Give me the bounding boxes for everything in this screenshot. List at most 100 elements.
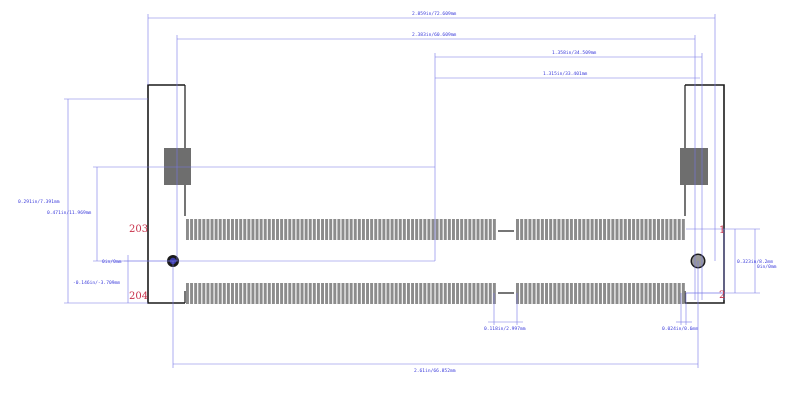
- pad: [239, 283, 243, 304]
- pad: [439, 283, 443, 304]
- pad: [492, 219, 496, 240]
- pad: [255, 219, 259, 240]
- dim-bottom-width: 2.61in/66.852mm: [414, 368, 456, 374]
- pad: [431, 283, 435, 304]
- pad: [247, 219, 251, 240]
- pad: [231, 283, 234, 304]
- pad: [390, 219, 394, 240]
- pad: [464, 283, 468, 304]
- pad: [451, 283, 455, 304]
- pad: [549, 219, 553, 240]
- pad: [296, 219, 300, 240]
- pad: [435, 283, 439, 304]
- pad: [681, 283, 685, 304]
- pad: [656, 219, 660, 240]
- pad: [411, 219, 415, 240]
- pad: [443, 283, 447, 304]
- pad: [321, 219, 324, 240]
- pad: [226, 219, 230, 240]
- pad: [361, 283, 365, 304]
- pad: [472, 219, 476, 240]
- pad: [374, 219, 378, 240]
- pad: [443, 219, 447, 240]
- pad: [329, 219, 333, 240]
- pad: [435, 219, 439, 240]
- pad: [615, 283, 619, 304]
- pad-row-top-left: [186, 219, 496, 240]
- pad: [656, 283, 660, 304]
- pad: [557, 219, 561, 240]
- dim-overall-width: 2.859in/72.609mm: [412, 11, 456, 17]
- pad: [267, 283, 271, 304]
- pad: [198, 283, 202, 304]
- pad: [329, 283, 333, 304]
- dim-left-height-1: 0.291in/7.391mm: [18, 199, 60, 205]
- pad: [402, 219, 406, 240]
- pad: [640, 283, 644, 304]
- pad: [316, 219, 320, 240]
- dimension-lines: [64, 14, 760, 368]
- pad: [669, 219, 673, 240]
- pad: [247, 283, 251, 304]
- pad: [648, 283, 652, 304]
- pad: [333, 283, 337, 304]
- pad: [415, 219, 419, 240]
- pad: [222, 283, 226, 304]
- pad: [439, 219, 443, 240]
- pad: [524, 219, 528, 240]
- dim-pad-pitch: 0.024in/0.6mm: [662, 326, 698, 332]
- board-outline: [147, 84, 725, 304]
- pad: [235, 283, 239, 304]
- pad: [194, 219, 198, 240]
- pad: [325, 283, 329, 304]
- dim-inner-width: 2.383in/60.609mm: [412, 32, 456, 38]
- pad: [464, 219, 468, 240]
- pad: [308, 219, 312, 240]
- pad: [451, 219, 455, 240]
- pad: [202, 283, 206, 304]
- pad: [341, 219, 345, 240]
- pad: [288, 283, 292, 304]
- dim-right-zero: 0in/0mm: [757, 264, 777, 270]
- pad: [607, 219, 611, 240]
- pad: [398, 283, 402, 304]
- pad: [427, 283, 431, 304]
- pad: [325, 219, 329, 240]
- pad: [516, 283, 519, 304]
- pad: [484, 219, 488, 240]
- pad: [292, 283, 296, 304]
- pad: [312, 219, 316, 240]
- pad: [545, 283, 549, 304]
- pad: [411, 283, 415, 304]
- pad: [235, 219, 239, 240]
- pad: [361, 219, 365, 240]
- pad: [627, 283, 631, 304]
- pad: [476, 283, 480, 304]
- pad: [586, 219, 590, 240]
- pad: [536, 219, 540, 240]
- pad: [304, 283, 308, 304]
- pad: [468, 219, 472, 240]
- pad: [532, 283, 536, 304]
- pad: [271, 283, 275, 304]
- pad: [288, 219, 292, 240]
- pad-row-top-right: [516, 219, 685, 240]
- pad: [402, 283, 406, 304]
- pad: [652, 219, 656, 240]
- pad: [484, 283, 488, 304]
- pad: [386, 219, 390, 240]
- pad: [516, 219, 519, 240]
- pad: [186, 219, 189, 240]
- pad: [565, 219, 569, 240]
- dim-right-height: 0.323in/8.2mm: [737, 259, 773, 265]
- pad: [423, 219, 427, 240]
- pad: [594, 283, 598, 304]
- pad: [603, 283, 607, 304]
- pad: [353, 283, 357, 304]
- pad: [661, 283, 665, 304]
- pad: [255, 283, 259, 304]
- pad: [586, 283, 590, 304]
- pad: [214, 219, 218, 240]
- pad: [574, 283, 578, 304]
